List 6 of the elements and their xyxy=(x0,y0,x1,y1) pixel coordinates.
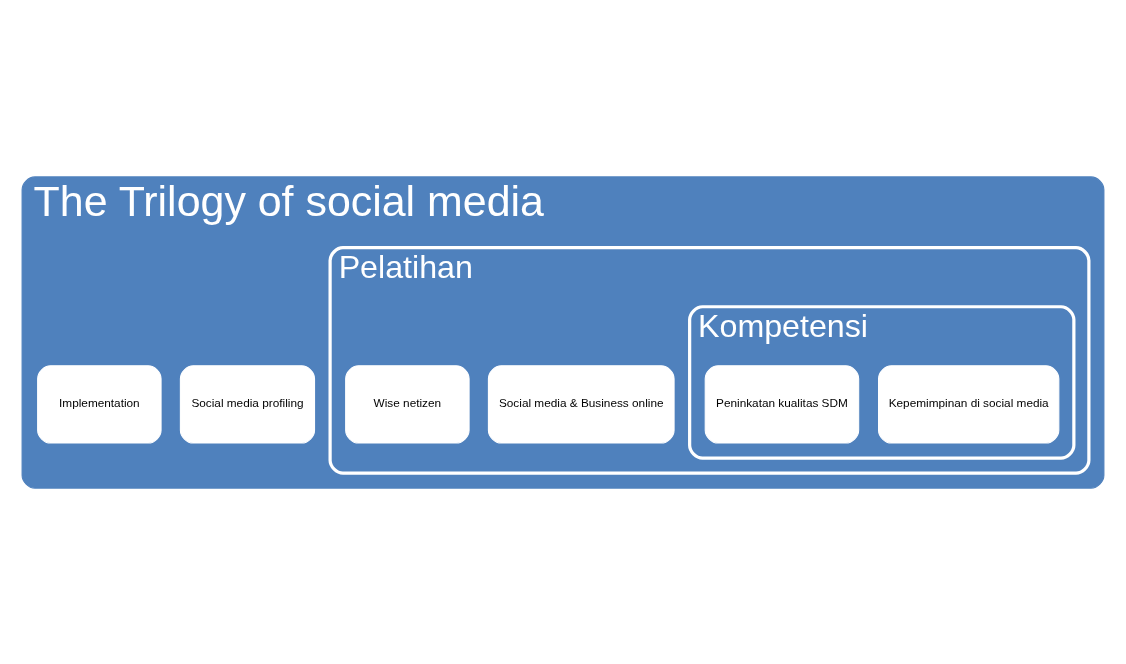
node-box: Social media profiling xyxy=(179,364,316,444)
node-box: Implementation xyxy=(37,364,162,444)
node-box: Kepemimpinan di social media xyxy=(878,364,1060,444)
node-box: Social media & Business online xyxy=(487,364,675,444)
node-box: Peninkatan kualitas SDM xyxy=(704,364,860,444)
node-box: Wise netizen xyxy=(345,364,470,444)
